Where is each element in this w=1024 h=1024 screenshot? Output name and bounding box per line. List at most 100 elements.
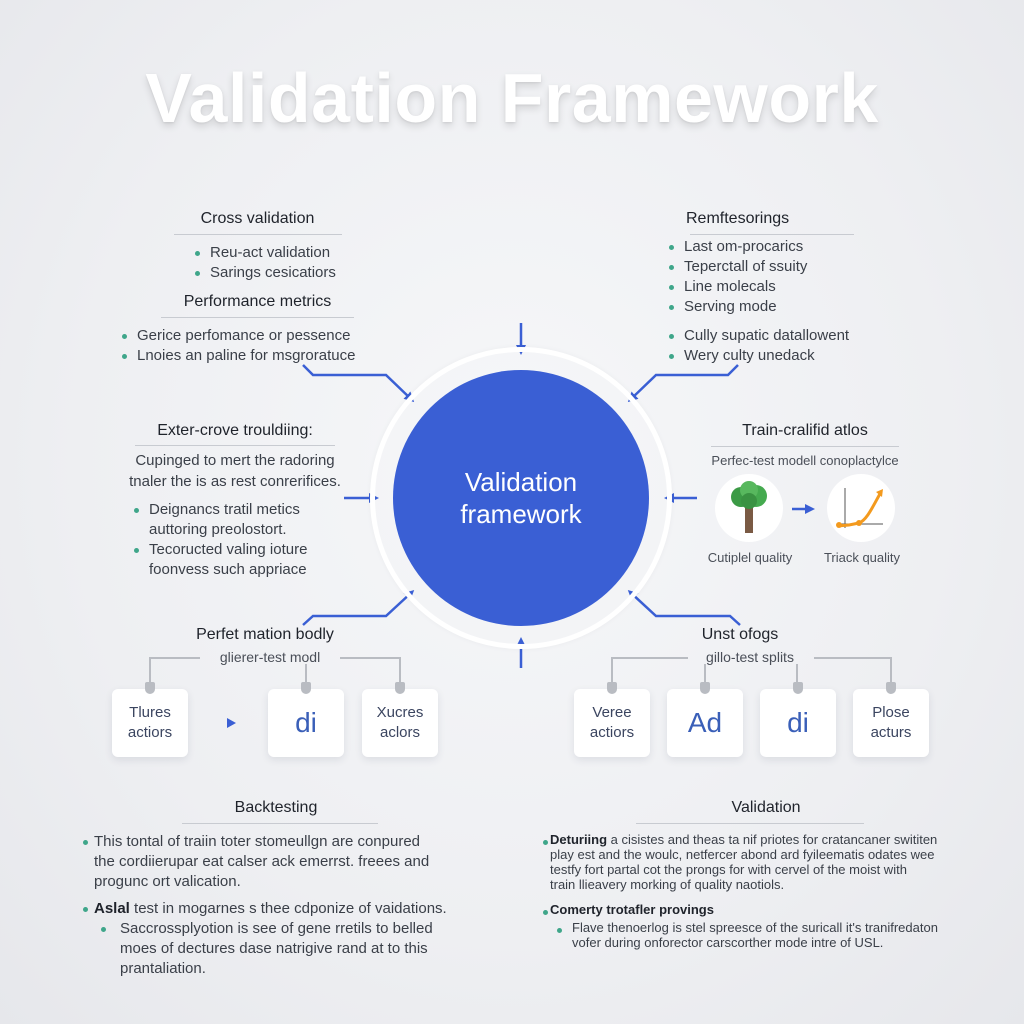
list-item-line: a cisistes and theas ta nif priotes for … — [607, 832, 938, 847]
divider — [173, 234, 342, 235]
group-title: Perfet mation bodly — [196, 626, 334, 643]
list-item-text: test in mogarnes s thee cdponize of vaid… — [129, 900, 447, 917]
list-item-line: the cordiierupar eat calser ack emerrst.… — [94, 853, 430, 870]
cross-validation-title: Cross validation — [200, 210, 315, 227]
growth-chart-icon — [827, 474, 895, 542]
list-item-line: vofer during onforector carscorther mode… — [572, 935, 884, 950]
list-item-line: This tontal of traiin toter stomeullgn a… — [94, 833, 421, 850]
center-label-line1: Validation — [464, 467, 578, 497]
list-item-line: Tecoructed valing ioture — [149, 541, 308, 558]
list-item-line: moes of dectures dase natrigive rand at … — [120, 940, 428, 957]
list-item-line: Deignancs tratil metics — [149, 501, 300, 518]
divider — [711, 446, 899, 447]
cross-validation-section: Cross validation Reu-act validation Sari… — [170, 210, 345, 283]
list-item-line: auttoring preolostort. — [149, 521, 287, 538]
list-item-line: Flave thenoerlog is stel spreesce of the… — [572, 920, 938, 935]
divider — [636, 823, 864, 824]
backtesting-section: Backtesting This tontal of traiin toter … — [76, 799, 476, 979]
list-item: Wery culty unedack — [662, 346, 892, 366]
list-item: Teperctall of ssuity — [662, 257, 892, 277]
card[interactable]: di — [268, 682, 344, 757]
list-item-line: play est and the woulc, netfercer abond … — [550, 847, 935, 862]
train-cralifid-title: Train-cralifid atlos — [742, 422, 868, 439]
pin-icon — [145, 682, 155, 694]
list-item: Cully supatic datallowent — [662, 326, 892, 346]
card-line: acturs — [870, 724, 912, 741]
card-line: di — [787, 707, 809, 738]
list-item-line: train llieavery morking of quality naoti… — [550, 877, 785, 892]
pin-icon — [301, 682, 311, 694]
list-item-line: progunc ort valication. — [94, 873, 241, 890]
group-title: Unst ofogs — [701, 626, 779, 643]
list-item: Comerty trotafler provings Flave thenoer… — [536, 902, 996, 950]
list-item-line: testfy fort partal cot the prongs for wi… — [550, 862, 907, 877]
list-item: Line molecals — [662, 277, 892, 297]
card-line: Xucres — [376, 704, 424, 721]
list-item: Deignancs tratil metics auttoring preolo… — [127, 500, 355, 540]
divider — [135, 445, 335, 446]
card-line: Plose — [872, 704, 910, 721]
pin-icon — [607, 682, 617, 694]
divider — [161, 317, 354, 318]
divider — [182, 823, 378, 824]
bold-term: Comerty trotafler provings — [550, 902, 714, 917]
sub-list-item: Saccrossplyotion is see of gene rretils … — [94, 919, 476, 979]
card-line: Veree — [592, 704, 632, 721]
performance-metrics-section: Performance metrics Gerice perfomance or… — [115, 293, 400, 366]
list-item-line: foonvess such appriace — [149, 561, 307, 578]
pin-icon — [395, 682, 405, 694]
list-item: Sarings cesicatiors — [188, 263, 345, 283]
train-cralifid-section: Train-cralifid atlos Perfec-test modell … — [690, 422, 920, 468]
card[interactable]: Plose acturs — [853, 682, 929, 757]
list-item: Serving mode — [662, 297, 892, 317]
list-item-line: prantaliation. — [120, 960, 206, 977]
card-line: di — [295, 707, 317, 738]
list-item: Last om-procarics — [662, 237, 892, 257]
backtesting-title: Backtesting — [234, 799, 318, 816]
card-line: Tlures — [129, 704, 171, 721]
paragraph-line: tnaler the is as rest conrerifices. — [129, 473, 341, 490]
card[interactable]: Tlures actiors — [112, 682, 188, 757]
sub-list-item: Flave thenoerlog is stel spreesce of the… — [550, 920, 996, 950]
card-line: actiors — [127, 724, 173, 741]
divider — [690, 234, 854, 235]
list-item: Lnoies an paline for msgroratuce — [115, 346, 400, 366]
card[interactable]: di — [760, 682, 836, 757]
card[interactable]: Veree actiors — [574, 682, 650, 757]
paragraph-line: Cupinged to mert the radoring — [135, 452, 335, 469]
group-subtitle: gillo-test splits — [706, 649, 794, 665]
icon-label: Triack quality — [823, 550, 901, 565]
pin-icon — [700, 682, 710, 694]
validation-title: Validation — [731, 799, 801, 816]
performance-metrics-title: Performance metrics — [183, 293, 332, 310]
exter-crove-section: Exter-crove trouldiing: Cupinged to mert… — [115, 422, 355, 580]
pin-icon — [793, 682, 803, 694]
card[interactable]: Xucres aclors — [362, 682, 438, 757]
list-item: This tontal of traiin toter stomeullgn a… — [76, 832, 476, 892]
page-title: Validation Framework — [145, 59, 879, 137]
center-label-line2: framework — [460, 499, 582, 529]
list-item: Gerice perfomance or pessence — [115, 326, 400, 346]
tree-icon — [715, 474, 783, 542]
bold-term: Deturiing — [550, 832, 608, 847]
card-line: actiors — [589, 724, 635, 741]
list-item: Deturiing a cisistes and theas ta nif pr… — [536, 832, 996, 892]
validation-section: Validation Deturiing a cisistes and thea… — [536, 799, 996, 950]
remftesorings-section: Remftesorings Last om-procarics Tepercta… — [662, 210, 892, 366]
list-item: Tecoructed valing ioture foonvess such a… — [127, 540, 355, 580]
exter-crove-title: Exter-crove trouldiing: — [157, 422, 313, 439]
card[interactable]: Ad — [667, 682, 743, 757]
center-ring — [370, 347, 672, 649]
card-line: aclors — [379, 724, 420, 741]
remftesorings-title: Remftesorings — [686, 210, 790, 227]
list-item-line: Saccrossplyotion is see of gene rretils … — [120, 920, 433, 937]
group-subtitle: glierer-test modl — [219, 649, 321, 665]
card-line: Ad — [687, 707, 723, 738]
icon-label: Cutiplel quality — [707, 550, 793, 565]
train-cralifid-subtitle: Perfec-test modell conoplactylce — [711, 453, 899, 468]
list-item: Aslal test in mogarnes s thee cdponize o… — [76, 899, 476, 979]
center-node[interactable]: Validation framework — [393, 370, 649, 626]
list-item: Reu-act validation — [188, 243, 345, 263]
bold-term: Aslal — [94, 900, 130, 917]
pin-icon — [886, 682, 896, 694]
